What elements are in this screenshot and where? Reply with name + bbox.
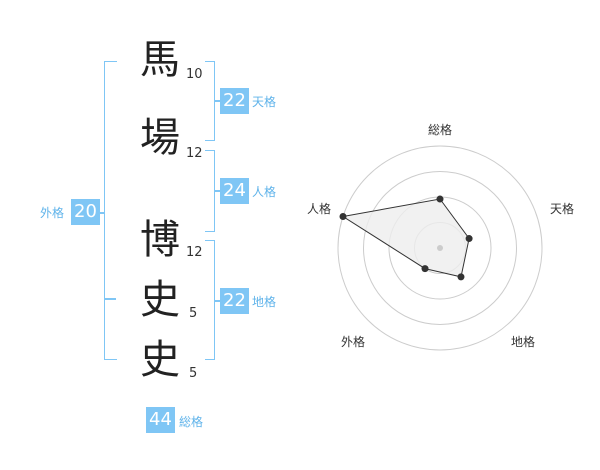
radar-chart <box>337 145 543 351</box>
stroke-count-5: 5 <box>189 366 198 381</box>
radar-label-chikaku: 地格 <box>511 335 536 349</box>
radar-ring-3 <box>363 171 517 325</box>
jinkaku-label: 人格 <box>252 185 277 199</box>
gaikaku-bracket <box>104 61 117 360</box>
stroke-count-3: 12 <box>186 245 203 260</box>
soukaku-label: 総格 <box>179 415 204 429</box>
radar-label-gaikaku: 外格 <box>341 335 366 349</box>
chikaku-value: 22 <box>220 288 249 314</box>
gaikaku-value: 20 <box>71 199 100 225</box>
name-char-5: 史 <box>140 337 180 383</box>
gaikaku-inner-tick <box>104 298 116 300</box>
gaikaku-connector <box>98 212 105 214</box>
radar-center-dot <box>437 245 443 251</box>
name-char-3: 博 <box>140 217 180 263</box>
radar-point-soukaku <box>436 195 444 203</box>
tenkaku-label: 天格 <box>252 95 277 109</box>
radar-label-soukaku: 総格 <box>428 123 453 137</box>
stroke-count-1: 10 <box>186 67 203 82</box>
chikaku-label: 地格 <box>252 295 277 309</box>
jinkaku-connector <box>214 190 220 192</box>
stroke-count-2: 12 <box>186 146 203 161</box>
name-char-1: 馬 <box>140 37 180 83</box>
radar-label-tenkaku: 天格 <box>550 202 575 216</box>
radar-point-jinkaku <box>339 212 347 220</box>
jinkaku-value: 24 <box>220 178 249 204</box>
name-char-4: 史 <box>140 277 180 323</box>
soukaku-value: 44 <box>146 407 175 433</box>
chikaku-connector <box>214 300 220 302</box>
tenkaku-value: 22 <box>220 88 249 114</box>
radar-point-tenkaku <box>465 235 473 243</box>
gaikaku-label: 外格 <box>40 206 65 220</box>
radar-ring-4 <box>337 145 543 351</box>
radar-point-chikaku <box>457 273 465 281</box>
radar-label-jinkaku: 人格 <box>307 202 332 216</box>
stroke-count-4: 5 <box>189 306 198 321</box>
radar-polygon <box>341 198 470 278</box>
radar-point-gaikaku <box>421 265 429 273</box>
tenkaku-connector <box>214 100 220 102</box>
name-char-2: 場 <box>140 115 180 161</box>
